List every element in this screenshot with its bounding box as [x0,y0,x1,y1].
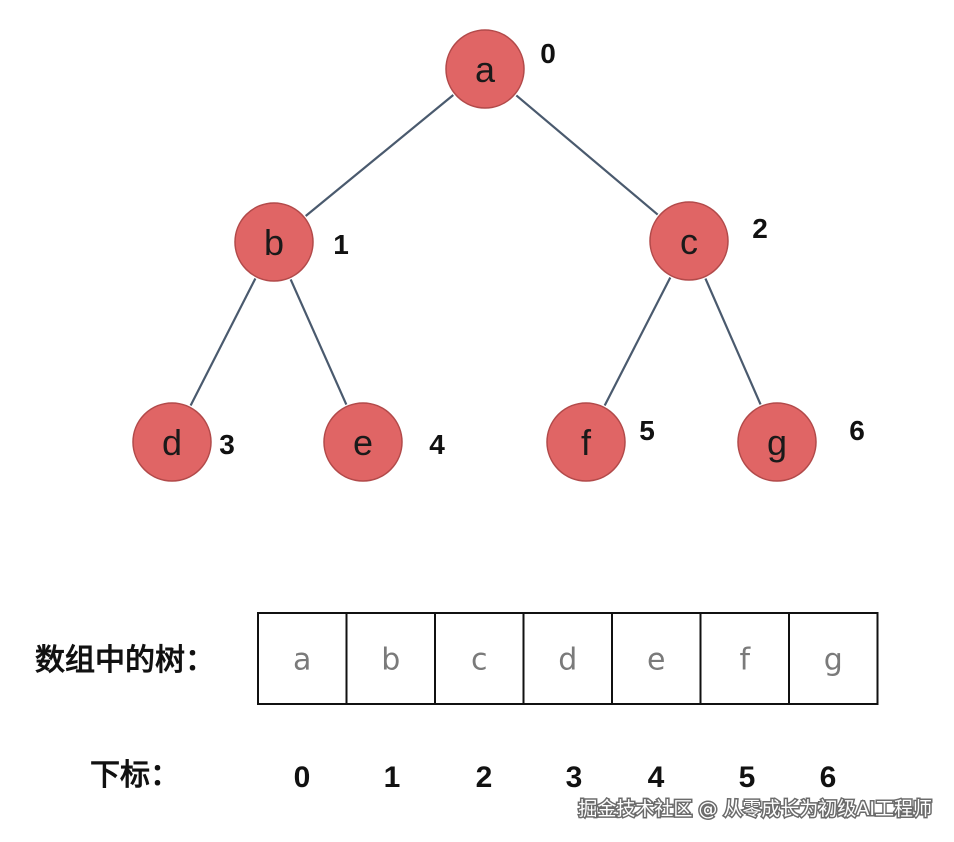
node-circle [132,402,212,482]
edge-c-g [704,278,762,405]
array-cell-label: g [824,643,843,678]
array-cell-2: c [434,612,525,705]
index-row-label: 下标： [90,758,180,793]
node-label: b [264,222,284,263]
edge-a-c [515,94,659,216]
array-cell-box [522,612,613,705]
index-value-5: 5 [739,761,756,794]
array-cell-4: e [611,612,702,705]
array-cell-6: g [788,612,879,705]
node-label: f [581,422,592,463]
array-cell-box [434,612,525,705]
node-circle [234,202,314,282]
array-cell-3: d [522,612,613,705]
array-cell-box [611,612,702,705]
index-value-2: 2 [476,761,493,794]
array-cell-label: b [381,643,400,678]
node-circle [649,201,729,281]
edge-b-d [189,278,257,406]
array-cell-1: b [345,612,436,705]
array-indices: 0 1 2 3 4 5 6 [294,761,837,794]
node-circle [546,402,626,482]
node-index-label: 3 [219,429,235,460]
index-value-6: 6 [820,761,837,794]
node-index-label: 5 [639,415,655,446]
edge-b-e [289,279,348,405]
array-cell-label: a [293,643,311,678]
array-cells: a b c d e f g [257,612,879,705]
edge-a-b [305,94,454,217]
node-label: g [767,422,787,463]
array-cell-label: f [739,643,751,678]
array-cell-label: e [647,643,665,678]
node-label: d [162,422,182,463]
array-cell-label: c [471,643,488,678]
node-index-label: 2 [752,213,768,244]
node-index-label: 1 [333,229,349,260]
node-index-label: 0 [540,38,556,69]
array-cell-0: a [257,612,348,705]
node-label: c [680,221,698,262]
index-value-0: 0 [294,761,311,794]
node-circle [323,402,403,482]
index-value-4: 4 [648,761,665,794]
node-label: e [353,422,373,463]
array-cell-label: d [558,643,577,678]
node-index-label: 6 [849,415,865,446]
index-value-1: 1 [384,761,401,794]
node-circle [737,402,817,482]
watermark: 掘金技术社区 @ 从零成长为初级AI工程师 [578,798,932,820]
array-row-label: 数组中的树： [35,643,215,678]
edge-c-f [603,276,672,407]
index-value-3: 3 [566,761,583,794]
tree-edges [189,94,762,407]
node-index-label: 4 [429,429,445,460]
node-circle [445,29,525,109]
node-label: a [475,49,496,90]
array-cell-box [788,612,879,705]
array-cell-5: f [699,612,790,705]
